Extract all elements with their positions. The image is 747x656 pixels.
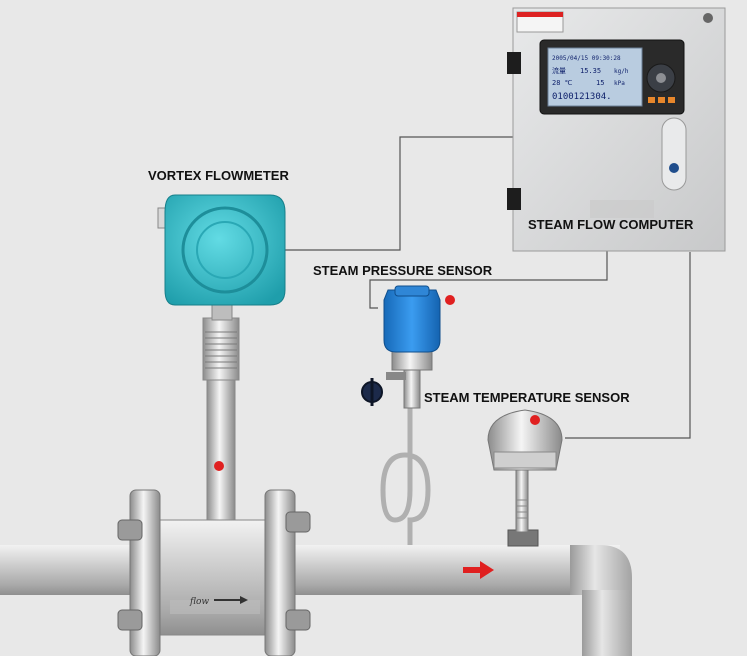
- vortex-flowmeter: [117, 194, 311, 656]
- vortex-indicator-dot: [214, 461, 224, 471]
- flow-arrow-icon: [463, 561, 494, 579]
- lcd-line-3-label: 28 ℃: [552, 79, 573, 87]
- flow-computer-cabinet: [507, 7, 726, 252]
- pressure-sensor-assembly: [361, 285, 455, 545]
- vortex-flowmeter-label: VORTEX FLOWMETER: [148, 168, 289, 183]
- cabinet-lock-icon: [669, 163, 679, 173]
- temperature-sensor-assembly: [487, 409, 563, 547]
- signal-wires: [283, 136, 691, 439]
- lcd-line-3-value: 15: [596, 79, 604, 87]
- pressure-indicator-dot: [445, 295, 455, 305]
- lcd-line-4: 0100121304.: [552, 92, 612, 102]
- wire-pressure-to-computer: [369, 250, 608, 309]
- temperature-sensor-label: STEAM TEMPERATURE SENSOR: [424, 390, 630, 405]
- temperature-indicator-dot: [530, 415, 540, 425]
- lcd-readout: 2005/04/15 09:30:28 流量 15.35 kg/h 28 ℃ 1…: [552, 55, 629, 102]
- lcd-line-1: 2005/04/15 09:30:28: [552, 55, 621, 62]
- lcd-line-2-label: 流量: [552, 66, 566, 75]
- lcd-line-3-unit: kPa: [614, 80, 625, 87]
- wire-vortex-to-computer: [283, 136, 513, 251]
- flow-computer-label: STEAM FLOW COMPUTER: [528, 217, 694, 232]
- pipe-flow-label: flow: [189, 597, 209, 607]
- wire-temperature-to-computer: [565, 252, 691, 439]
- lcd-screen: [547, 47, 643, 107]
- lcd-line-2-value: 15.35: [580, 67, 601, 75]
- lcd-line-2-unit: kg/h: [614, 68, 629, 75]
- steam-pipe: [0, 545, 632, 656]
- pressure-sensor-label: STEAM PRESSURE SENSOR: [313, 263, 493, 278]
